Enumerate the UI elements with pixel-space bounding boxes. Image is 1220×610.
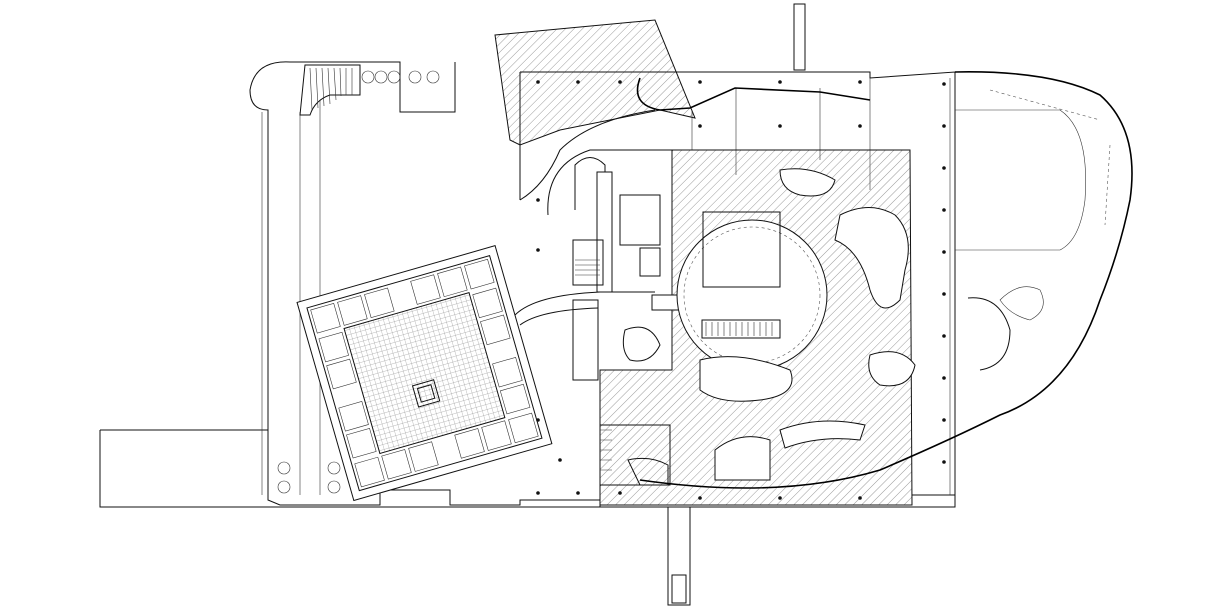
- column-circles-top: [361, 70, 440, 84]
- courtyard-building: [296, 245, 553, 502]
- south-stem: [667, 507, 691, 606]
- curved-walkway: [519, 77, 871, 216]
- courtyard-cells: [310, 258, 539, 488]
- rotunda: [676, 211, 828, 371]
- north-hatched-block: [494, 19, 696, 146]
- east-promenade: [639, 71, 1133, 489]
- north-stem: [793, 3, 806, 71]
- entry-stair: [299, 64, 361, 116]
- column-circles-left: [277, 461, 341, 494]
- main-slab: [519, 71, 956, 496]
- organic-islands: [622, 168, 916, 481]
- structural-columns: [536, 80, 946, 500]
